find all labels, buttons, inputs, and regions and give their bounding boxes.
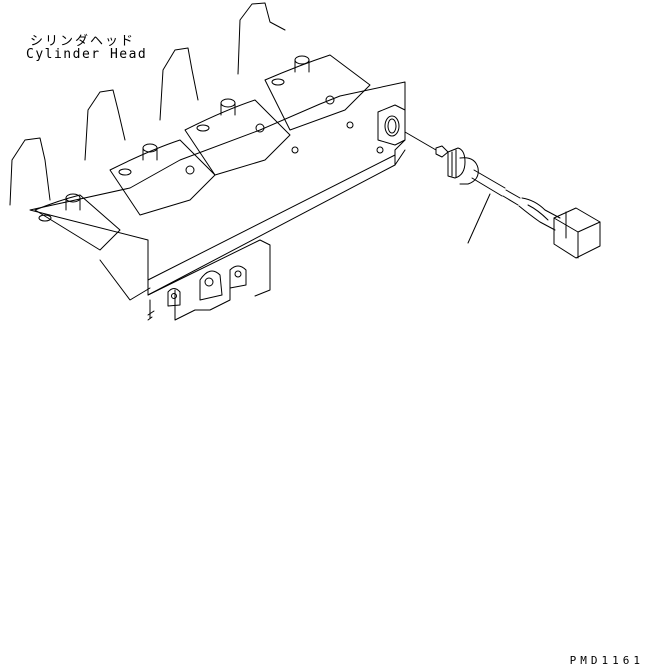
cylinder-head bbox=[9, 2, 406, 321]
callout-leader-line bbox=[467, 193, 491, 244]
drawing-code: PMD1161 bbox=[569, 654, 644, 667]
wire-harness bbox=[502, 189, 561, 231]
connector bbox=[553, 207, 601, 259]
part-label-japanese: シリンダヘッド bbox=[30, 34, 136, 49]
sensor bbox=[404, 131, 506, 197]
part-label-english: Cylinder Head bbox=[26, 47, 148, 62]
